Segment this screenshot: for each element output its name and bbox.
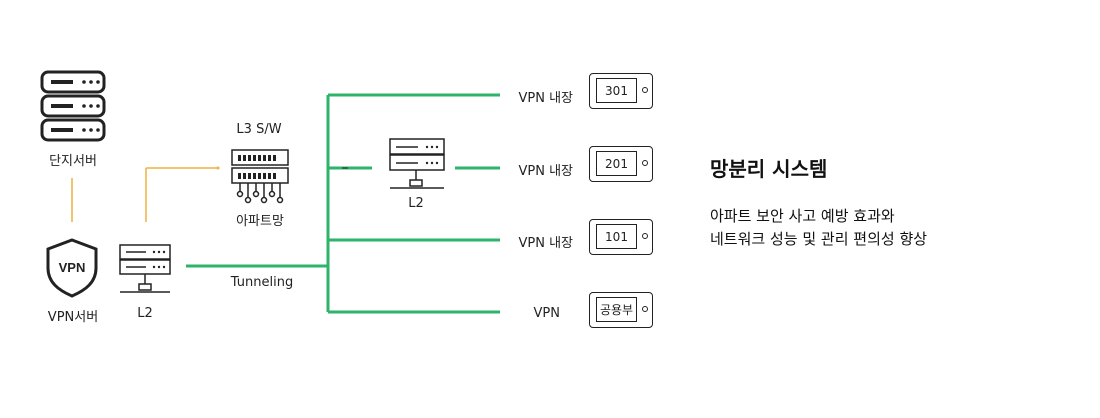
vpn-badge-text: VPN [59, 260, 86, 275]
endpoint-label: VPN 내장 [518, 91, 573, 106]
tablet-device-icon: 201 [589, 146, 653, 182]
endpoint-label: VPN [533, 306, 560, 321]
l2-mid-label: L2 [408, 196, 424, 211]
l3-switch-label: L3 S/W [236, 122, 282, 137]
l2-switch-mid-icon [389, 138, 445, 189]
l2-switch-icon [119, 244, 171, 293]
vpn-server-label: VPN서버 [47, 310, 99, 325]
tablet-device-icon: 101 [589, 219, 653, 255]
apt-network-label: 아파트망 [236, 214, 284, 229]
l3-switch-icon [231, 149, 289, 204]
tunneling-label: Tunneling [230, 275, 294, 290]
complex-server-label: 단지서버 [49, 154, 97, 169]
tablet-button-icon [642, 233, 648, 239]
tablet-device-icon: 공용부 [589, 292, 653, 328]
tablet-screen: 공용부 [596, 297, 637, 322]
system-description: 아파트 보안 사고 예방 효과와 네트워크 성능 및 관리 편의성 향상 [710, 205, 927, 251]
description-line: 네트워크 성능 및 관리 편의성 향상 [710, 230, 928, 248]
endpoint-label: VPN 내장 [518, 236, 573, 251]
tablet-screen: 101 [596, 224, 637, 249]
tunnel-lines [186, 93, 500, 314]
server-stack-icon [40, 70, 106, 142]
tablet-button-icon [642, 87, 648, 93]
tablet-screen: 201 [596, 151, 637, 176]
endpoint-label: VPN 내장 [518, 164, 573, 179]
l2-label: L2 [137, 306, 153, 321]
system-title: 망분리 시스템 [710, 157, 828, 181]
vpn-shield-icon [46, 238, 98, 298]
tablet-button-icon [642, 160, 648, 166]
tablet-button-icon [642, 306, 648, 312]
tablet-screen: 301 [596, 78, 637, 103]
tablet-device-icon: 301 [589, 73, 653, 109]
description-line: 아파트 보안 사고 예방 효과와 [710, 207, 895, 225]
